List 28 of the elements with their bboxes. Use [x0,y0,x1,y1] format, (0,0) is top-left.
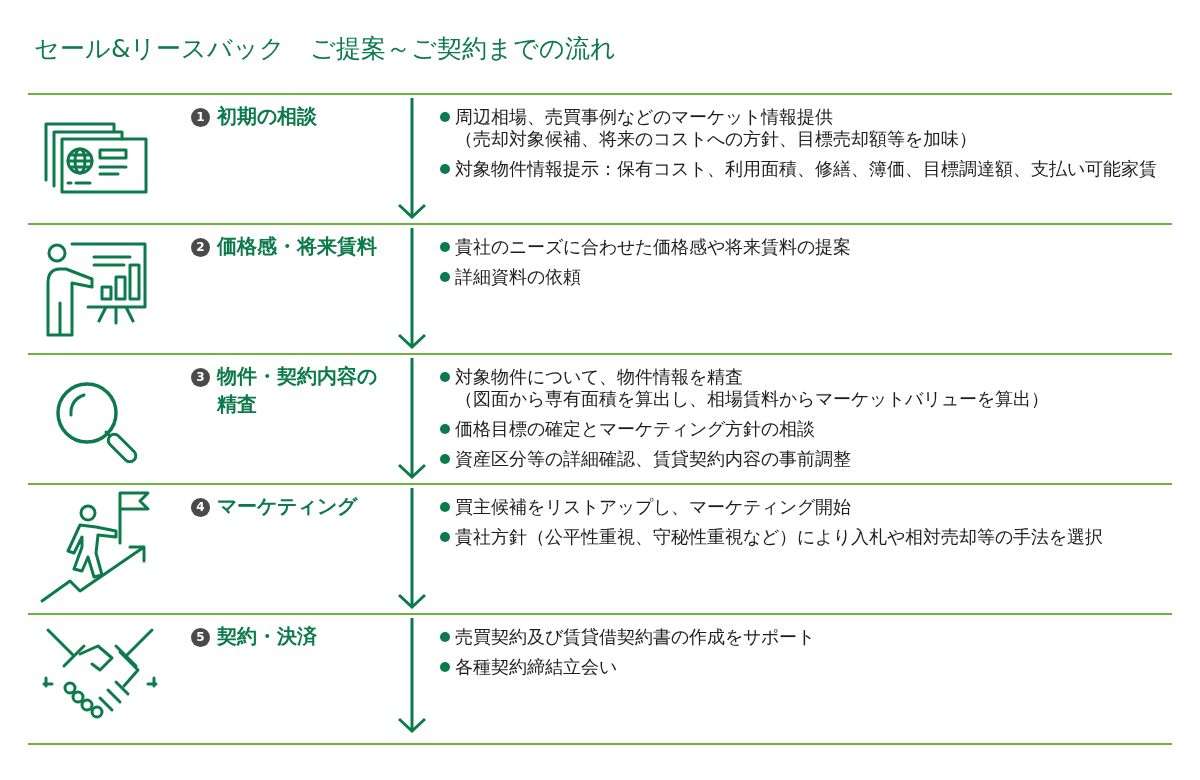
step-number: 4 [191,498,210,517]
diagram-title: セール&リースバック ご提案～ご契約までの流れ [34,33,617,65]
bullet-text: 貴社のニーズに合わせた価格感や将来賃料の提案 [455,236,851,257]
step-title: 物件・契約内容の精査 [217,363,378,418]
step-row [28,613,1172,745]
step-number: 3 [191,368,210,387]
bullet-text: 対象物件について、物件情報を精査 [455,366,743,387]
bullet-text: 詳細資料の依頼 [455,266,581,287]
bullet-text: 買主候補をリストアップし、マーケティング開始 [455,496,851,517]
bullet-text: 各種契約締結立会い [455,656,617,677]
note-text: （売却対象候補、将来のコストへの方針、目標売却額等を加味） [455,128,977,149]
bullet-text: 対象物件情報提示：保有コスト、利用面積、修繕、簿価、目標調達額、支払い可能家賃 [455,158,1157,179]
arrow [397,228,427,349]
step-title: マーケティング [217,493,359,520]
step-number: 5 [191,628,210,647]
bullet-text: 資産区分等の詳細確認、賃貸契約内容の事前調整 [455,448,851,469]
arrow [397,358,427,479]
step-title: 価格感・将来賃料 [217,233,378,260]
arrow [397,488,427,609]
note-text: （図面から専有面積を算出し、相場賃料からマーケットバリューを算出） [455,388,1049,409]
bullet-text: 価格目標の確定とマーケティング方針の相談 [455,418,815,439]
step-title: 初期の相談 [217,103,318,130]
bullet-text: 売買契約及び賃貸借契約書の作成をサポート [455,626,815,647]
step-number: 2 [191,238,210,257]
bullet-text: 貴社方針（公平性重視、守秘性重視など）により入札や相対売却等の手法を選択 [455,526,1103,547]
bullet-text: 周辺相場、売買事例などのマーケット情報提供 [455,106,833,127]
step-number: 1 [191,108,210,127]
step-title: 契約・決済 [217,623,318,650]
